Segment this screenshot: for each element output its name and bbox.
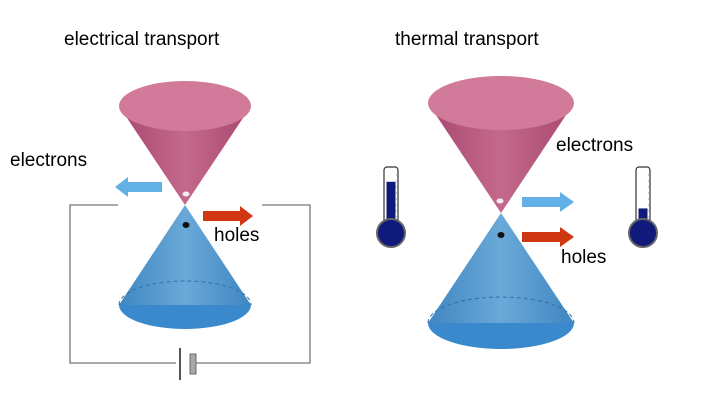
electron-dot-right bbox=[496, 198, 504, 204]
holes-label-left: holes bbox=[214, 225, 260, 246]
hole-arrow-right bbox=[522, 227, 574, 247]
circuit-wire-right bbox=[195, 204, 311, 364]
dirac-cone-left bbox=[118, 81, 252, 329]
dirac-cone-right bbox=[427, 76, 575, 349]
holes-label-right: holes bbox=[561, 247, 607, 268]
upper-cone-rim-right bbox=[428, 76, 574, 130]
hole-dot-left bbox=[182, 222, 190, 228]
battery-icon bbox=[179, 348, 197, 380]
circuit-wire-left bbox=[69, 204, 176, 364]
electrons-label-left: electrons bbox=[10, 150, 88, 171]
upper-cone-rim-left bbox=[119, 81, 251, 131]
hole-dot-right bbox=[497, 232, 505, 238]
upper-cone-right bbox=[428, 103, 574, 213]
panel-title-electrical: electrical transport bbox=[64, 29, 220, 50]
lower-cone-base-left bbox=[119, 305, 251, 329]
upper-cone-left bbox=[119, 106, 251, 205]
lower-cone-right bbox=[428, 213, 574, 323]
electron-dot-left bbox=[182, 191, 190, 197]
electron-arrow-left bbox=[115, 177, 162, 197]
thermometer-cold-icon bbox=[628, 166, 658, 248]
lower-cone-base-right bbox=[428, 323, 574, 349]
lower-cone-left bbox=[119, 205, 251, 305]
electron-arrow-right bbox=[522, 192, 574, 212]
electrons-label-right: electrons bbox=[556, 135, 634, 156]
circuit bbox=[69, 204, 311, 364]
hole-arrow-left bbox=[203, 206, 253, 226]
thermometer-hot-icon bbox=[376, 166, 406, 248]
panel-title-thermal: thermal transport bbox=[395, 29, 539, 50]
